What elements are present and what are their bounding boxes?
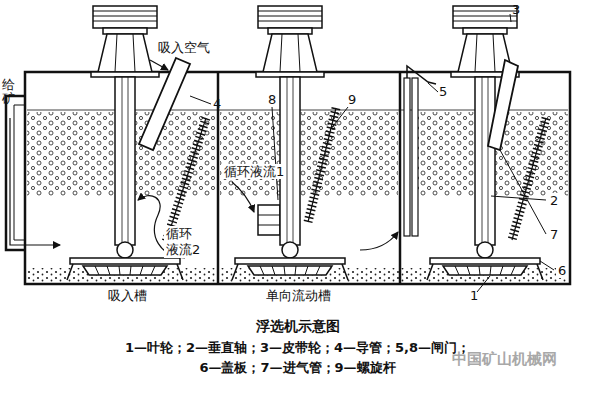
callout-number: 2 bbox=[548, 193, 560, 208]
tank-label: 单向流动槽 bbox=[266, 288, 331, 303]
callout-number: 4 bbox=[213, 96, 221, 111]
air-label: 吸入空气 bbox=[158, 40, 210, 55]
callout-number: 7 bbox=[548, 227, 560, 242]
flow-label: 循环液流1 bbox=[222, 164, 286, 179]
callout-number: 8 bbox=[268, 92, 276, 107]
callout-number: 1 bbox=[470, 288, 478, 303]
flow-label: 循环 液流2 bbox=[164, 226, 204, 258]
callout-number: 3 bbox=[512, 2, 520, 17]
feed-label: 给矿 bbox=[2, 78, 15, 107]
callout-number: 9 bbox=[348, 92, 356, 107]
tank-label: 吸入槽 bbox=[108, 288, 147, 303]
callout-number: 5 bbox=[439, 84, 447, 99]
callout-number: 6 bbox=[556, 263, 568, 278]
diagram-caption: 1—叶轮；2—垂直轴；3—皮带轮；4—导管；5,8—闸门； 6—盖板；7—进气管… bbox=[123, 338, 472, 378]
diagram-title: 浮选机示意图 bbox=[0, 318, 595, 336]
